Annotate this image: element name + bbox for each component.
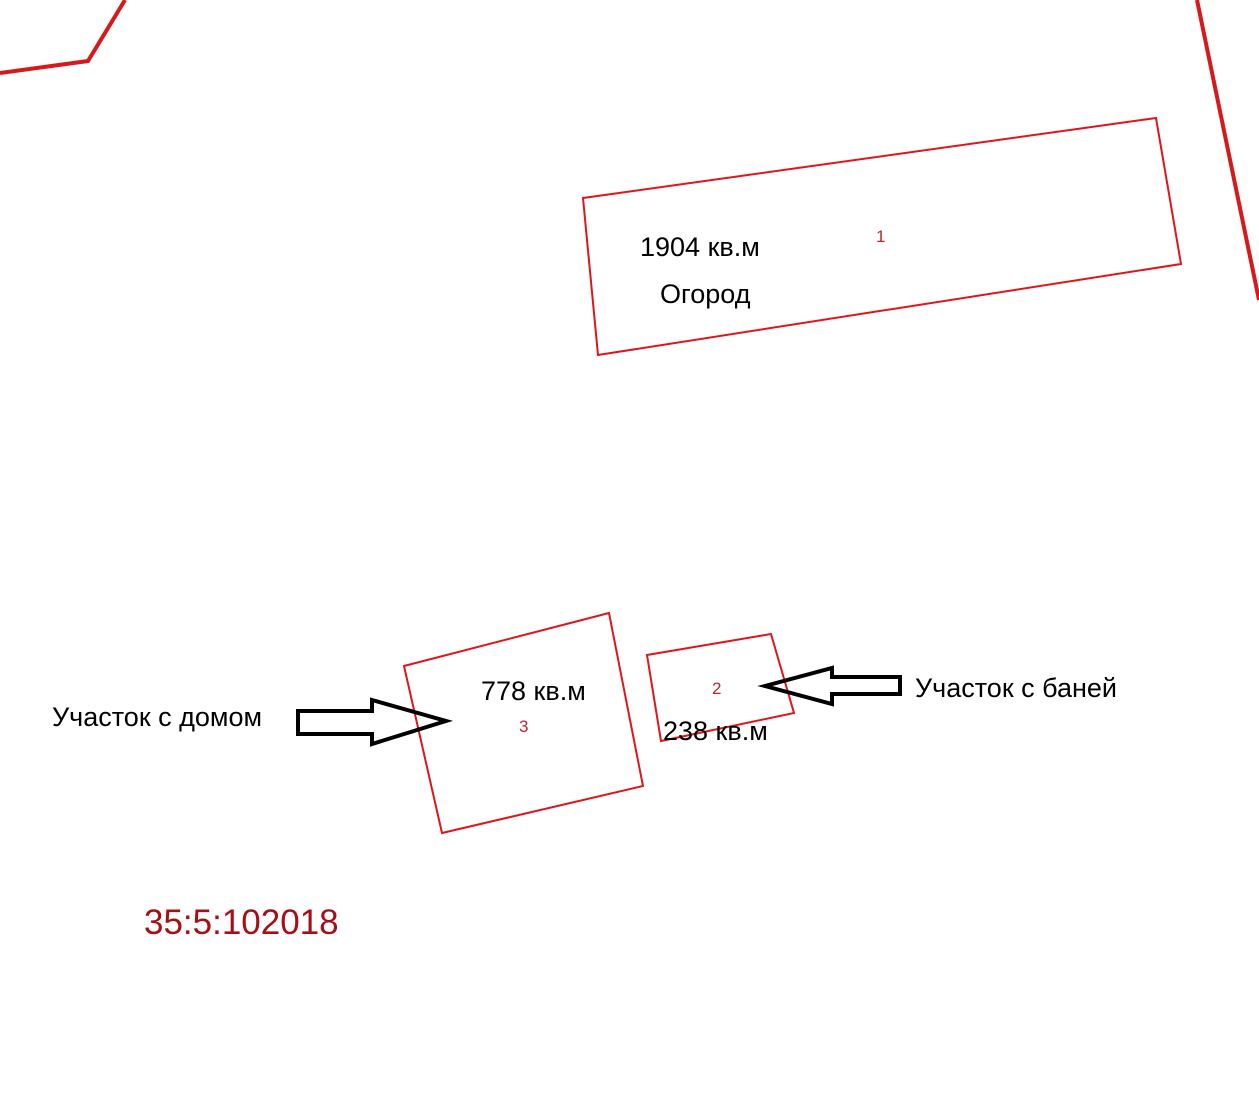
parcel-2-number: 2 (712, 679, 721, 698)
quarter-boundary-left (0, 0, 127, 75)
parcel-3-outline[interactable] (402, 611, 645, 835)
parcel-1-outline[interactable] (581, 116, 1183, 357)
parcel-1-number: 1 (876, 227, 885, 246)
parcel-3-area: 778 кв.м (481, 676, 586, 706)
parcel-1-purpose: Огород (660, 279, 751, 309)
arrow-right-icon (296, 697, 454, 747)
cadastral-quarter-number: 35:5:102018 (144, 903, 339, 942)
parcel-3-number: 3 (519, 717, 528, 736)
arrow-left-icon (757, 665, 902, 707)
parcel-2-outline[interactable] (645, 632, 796, 743)
parcel-1-area: 1904 кв.м (640, 232, 760, 262)
quarter-boundary-right (1195, 0, 1259, 301)
parcel-2-area: 238 кв.м (663, 716, 768, 746)
callout-bathhouse: Участок с баней (915, 673, 1117, 703)
callout-house: Участок с домом (52, 702, 262, 732)
